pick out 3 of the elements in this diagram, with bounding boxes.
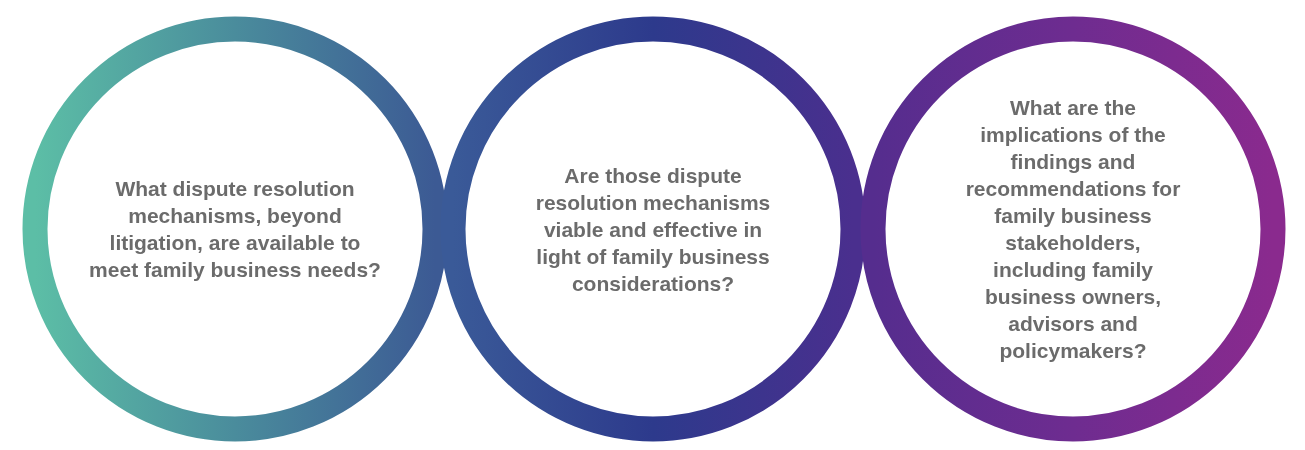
question-text: What dispute resolution mechanisms, beyond litigation, are available to meet family business needs? bbox=[88, 176, 382, 283]
question-text: Are those dispute resolution mechanisms viable and effective in light of family business considerations? bbox=[534, 162, 772, 297]
question-text: What are the implications of the findings and recommendations for family business stakeholders, including family business owners, advisors and policymakers? bbox=[964, 95, 1182, 364]
